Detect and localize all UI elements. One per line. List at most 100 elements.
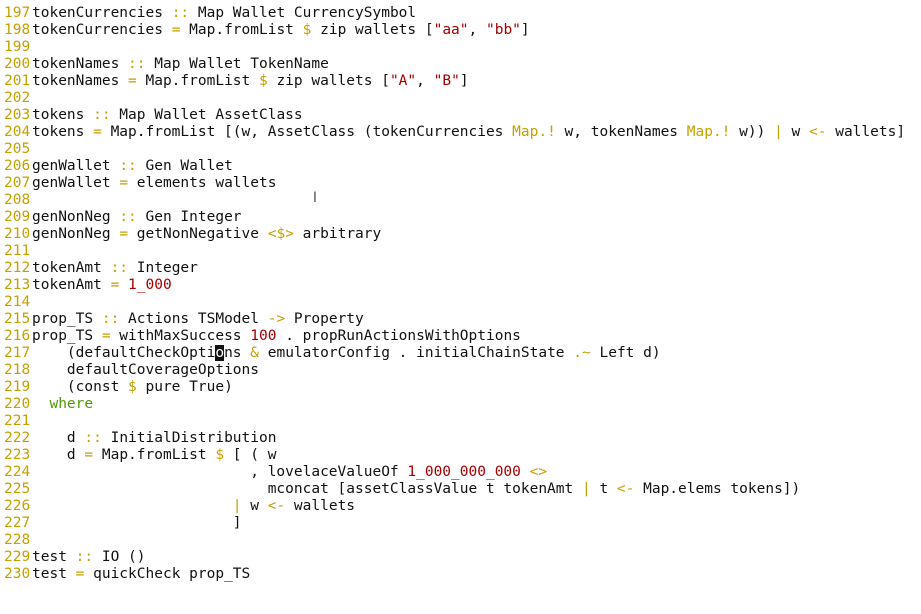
code-text: w, tokenNames [555, 124, 687, 140]
code-line-208[interactable]: 208 [0, 192, 921, 209]
line-code[interactable]: ] [32, 515, 242, 531]
operator-token: = [128, 73, 137, 89]
code-line-226[interactable]: 226 | w <- wallets [0, 498, 921, 515]
operator-token: = [75, 566, 85, 582]
operator-token: & [250, 345, 259, 361]
code-line-202[interactable]: 202 [0, 90, 921, 107]
line-code[interactable]: d = Map.fromList $ [ ( w [32, 447, 277, 463]
line-number: 228 [4, 532, 31, 548]
code-line-221[interactable]: 221 [0, 413, 921, 430]
code-text: Actions TSModel [119, 311, 268, 327]
code-text: ] [459, 73, 469, 89]
line-code[interactable]: test :: IO () [32, 549, 146, 565]
line-code[interactable]: genNonNeg :: Gen Integer [32, 209, 242, 225]
operator-token: -> [267, 311, 286, 327]
line-code[interactable]: tokenNames :: Map Wallet TokenName [32, 56, 329, 72]
code-line-205[interactable]: 205 [0, 141, 921, 158]
code-line-223[interactable]: 223 d = Map.fromList $ [ ( w [0, 447, 921, 464]
keyword-token: where [49, 396, 94, 412]
line-number: 206 [4, 158, 31, 174]
line-code[interactable]: , lovelaceValueOf 1_000_000_000 <> [32, 464, 547, 480]
code-text: Map.fromList [180, 22, 303, 38]
code-text: prop_TS [32, 311, 102, 327]
code-text: , [416, 73, 434, 89]
operator-token: <> [529, 464, 548, 480]
code-line-222[interactable]: 222 d :: InitialDistribution [0, 430, 921, 447]
code-text: genWallet [32, 158, 120, 174]
code-editor[interactable]: 196197tokenCurrencies :: Map Wallet Curr… [0, 0, 921, 583]
code-line-217[interactable]: 217 (defaultCheckOptions & emulatorConfi… [0, 345, 921, 362]
operator-token: <- [809, 124, 827, 140]
code-text [521, 464, 530, 480]
code-text: test [32, 549, 76, 565]
code-text: t [590, 481, 617, 497]
code-text: prop_TS [32, 328, 102, 344]
line-code[interactable]: tokenAmt :: Integer [32, 260, 198, 276]
line-code[interactable]: genWallet :: Gen Wallet [32, 158, 233, 174]
line-code[interactable]: where [32, 396, 93, 412]
code-line-224[interactable]: 224 , lovelaceValueOf 1_000_000_000 <> [0, 464, 921, 481]
code-text: ] [32, 515, 242, 531]
code-line-196[interactable]: 196 [0, 0, 921, 5]
code-line-225[interactable]: 225 mconcat [assetClassValue t tokenAmt … [0, 481, 921, 498]
line-code[interactable]: | w <- wallets [32, 498, 355, 514]
line-code[interactable]: genNonNeg = getNonNegative <$> arbitrary [32, 226, 381, 242]
code-text: Map Wallet AssetClass [110, 107, 303, 123]
line-code[interactable]: tokens = Map.fromList [(w, AssetClass (t… [32, 124, 905, 140]
line-number: 223 [4, 447, 31, 463]
operator-token: :: [84, 430, 102, 446]
line-number: 199 [4, 39, 31, 55]
line-code[interactable]: d :: InitialDistribution [32, 430, 277, 446]
line-code[interactable]: tokenCurrencies = Map.fromList $ zip wal… [32, 22, 530, 38]
code-line-219[interactable]: 219 (const $ pure True) [0, 379, 921, 396]
operator-token: = [101, 328, 111, 344]
operator-token: | [581, 481, 591, 497]
line-code[interactable]: tokenCurrencies :: Map Wallet CurrencySy… [32, 5, 416, 21]
code-line-227[interactable]: 227 ] [0, 515, 921, 532]
code-line-220[interactable]: 220 where [0, 396, 921, 413]
line-number: 219 [4, 379, 31, 395]
operator-token: = [119, 226, 129, 242]
code-line-218[interactable]: 218 defaultCoverageOptions [0, 362, 921, 379]
line-code[interactable]: (defaultCheckOptions & emulatorConfig . … [32, 345, 661, 361]
line-code[interactable]: prop_TS = withMaxSuccess 100 . propRunAc… [32, 328, 521, 344]
code-line-211[interactable]: 211 [0, 243, 921, 260]
line-code[interactable]: mconcat [assetClassValue t tokenAmt | t … [32, 481, 801, 497]
line-code[interactable]: defaultCoverageOptions [32, 362, 259, 378]
line-code[interactable]: tokenAmt = 1_000 [32, 277, 172, 293]
line-code[interactable]: genWallet = elements wallets [32, 175, 276, 191]
code-text: d [32, 430, 85, 446]
line-code[interactable]: tokenNames = Map.fromList $ zip wallets … [32, 73, 469, 89]
code-text: zip wallets [ [267, 73, 390, 89]
line-code[interactable]: (const $ pure True) [32, 379, 233, 395]
operator-token: <- [616, 481, 635, 497]
operator-token: <$> [267, 226, 294, 242]
code-line-228[interactable]: 228 [0, 532, 921, 549]
line-code[interactable]: prop_TS :: Actions TSModel -> Property [32, 311, 364, 327]
line-code[interactable]: test = quickCheck prop_TS [32, 566, 250, 582]
code-line-214[interactable]: 214 [0, 294, 921, 311]
code-text: mconcat [assetClassValue t tokenAmt [32, 481, 582, 497]
code-text: Gen Integer [136, 209, 242, 225]
operator-token: :: [119, 158, 137, 174]
line-number: 224 [4, 464, 31, 480]
line-code[interactable]: tokens :: Map Wallet AssetClass [32, 107, 303, 123]
code-text: genWallet [32, 175, 120, 191]
code-line-199[interactable]: 199 [0, 39, 921, 56]
